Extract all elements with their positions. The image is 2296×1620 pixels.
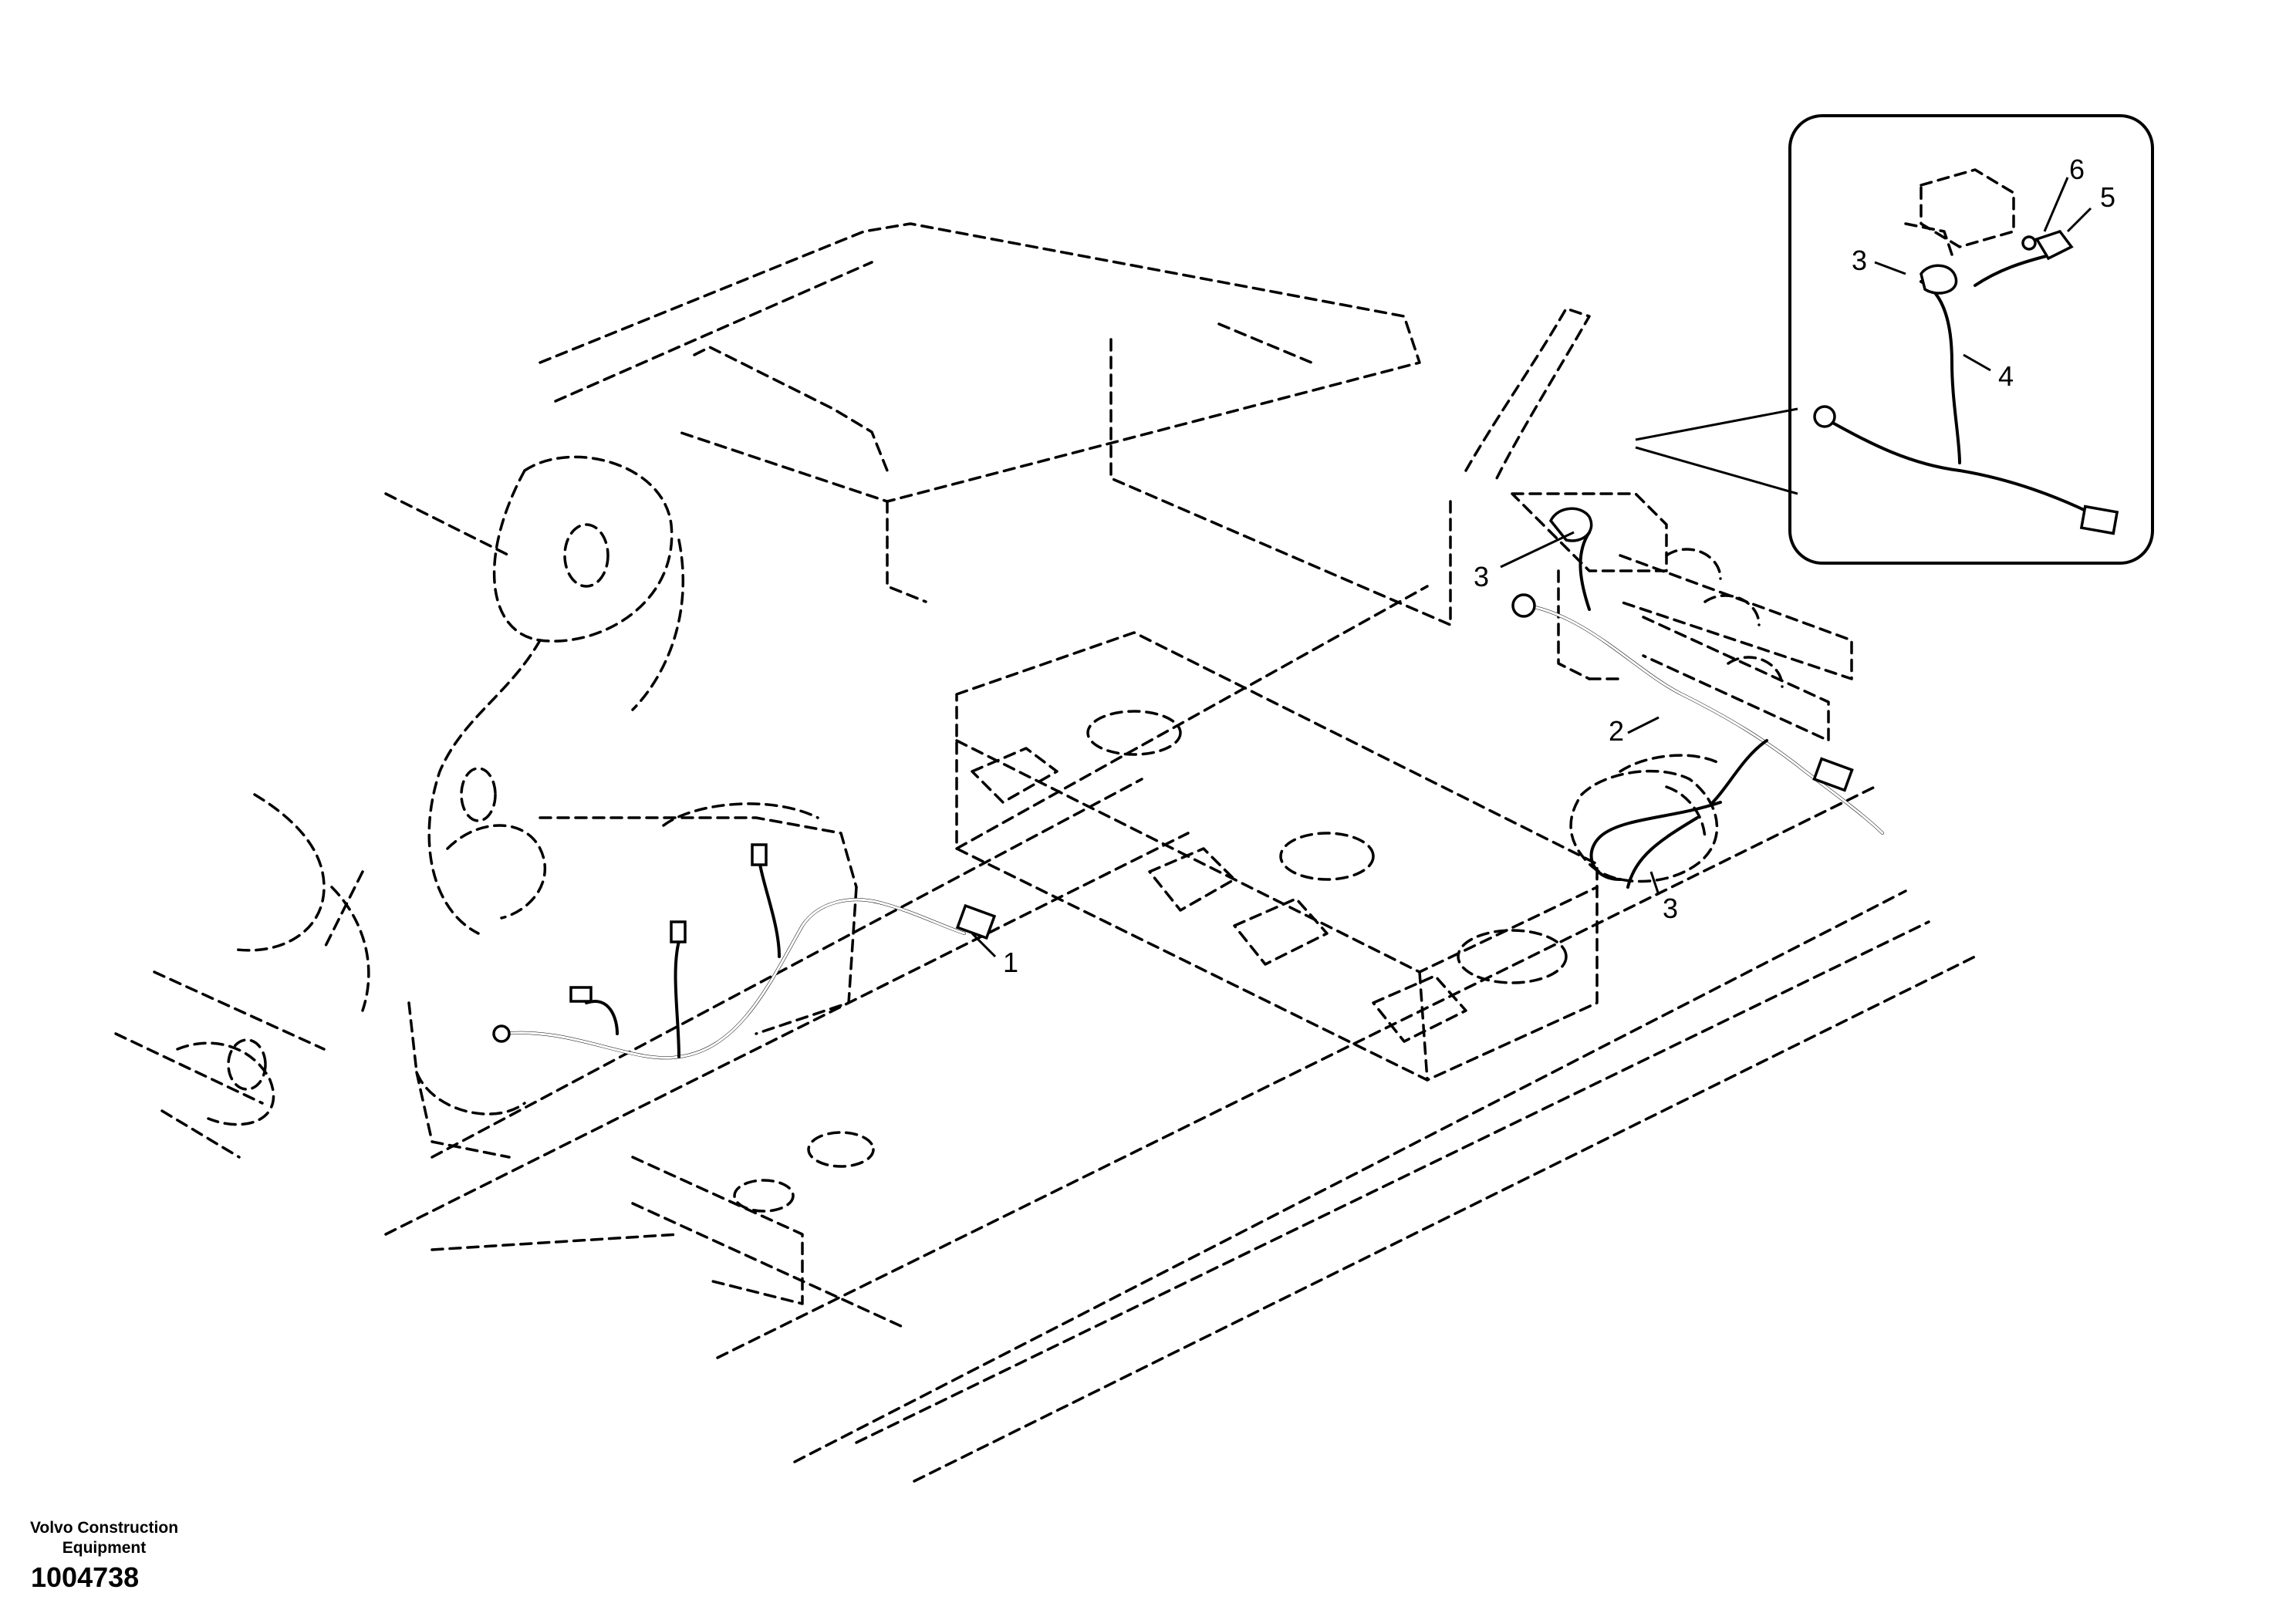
manufacturer-label: Volvo Construction Equipment: [15, 1518, 193, 1558]
callout-1: 1: [1003, 947, 1018, 978]
drawing-number: 1004738: [31, 1561, 140, 1593]
manufacturer-line-1: Volvo Construction: [29, 1519, 179, 1537]
callout-3b: 3: [1663, 893, 1678, 924]
callout-3a: 3: [1474, 561, 1489, 592]
callout-leaders: [971, 177, 2092, 958]
callout-6: 6: [2069, 154, 2085, 185]
detail-inset: [1635, 114, 2154, 565]
wiring-harness-1: [492, 843, 997, 1060]
callout-2: 2: [1609, 715, 1624, 747]
machine-frame-outline: [114, 222, 1977, 1483]
callout-5: 5: [2100, 181, 2115, 213]
manufacturer-line-2: Equipment: [62, 1539, 147, 1557]
callout-4: 4: [1998, 360, 2014, 392]
callout-3c: 3: [1852, 245, 1867, 276]
wiring-harness-2: [1511, 507, 1884, 889]
callout-labels: 1 2 3 3 3 4 5 6: [1003, 154, 2115, 978]
